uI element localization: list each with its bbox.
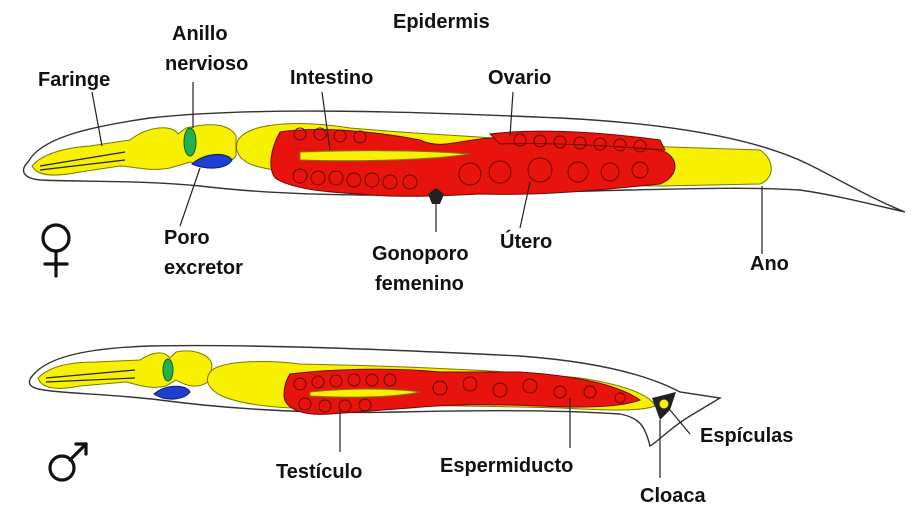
label-poro-line2: excretor (164, 257, 243, 279)
label-poro-line1: Poro (164, 227, 210, 249)
female-nerve-ring (184, 128, 196, 156)
label-anillo-line1: Anillo (172, 23, 228, 45)
female-worm (24, 111, 905, 212)
male-labels: Testículo Espermiducto Espículas Cloaca (276, 425, 793, 507)
male-symbol-icon (50, 444, 86, 480)
male-nerve-ring (163, 359, 173, 381)
label-gonoporo-line2: femenino (375, 273, 464, 295)
label-ovario: Ovario (488, 67, 551, 89)
label-ano: Ano (750, 253, 789, 275)
female-symbol-icon (43, 225, 69, 276)
label-intestino: Intestino (290, 67, 373, 89)
label-gonoporo-line1: Gonoporo (372, 243, 469, 265)
label-cloaca: Cloaca (640, 485, 706, 507)
label-espiculas: Espículas (700, 425, 793, 447)
male-worm (29, 346, 720, 446)
label-faringe: Faringe (38, 69, 110, 91)
label-testiculo: Testículo (276, 461, 362, 483)
label-espermiducto: Espermiducto (440, 455, 573, 477)
label-epidermis: Epidermis (393, 11, 490, 33)
label-utero: Útero (500, 229, 552, 253)
label-anillo-line2: nervioso (165, 53, 248, 75)
